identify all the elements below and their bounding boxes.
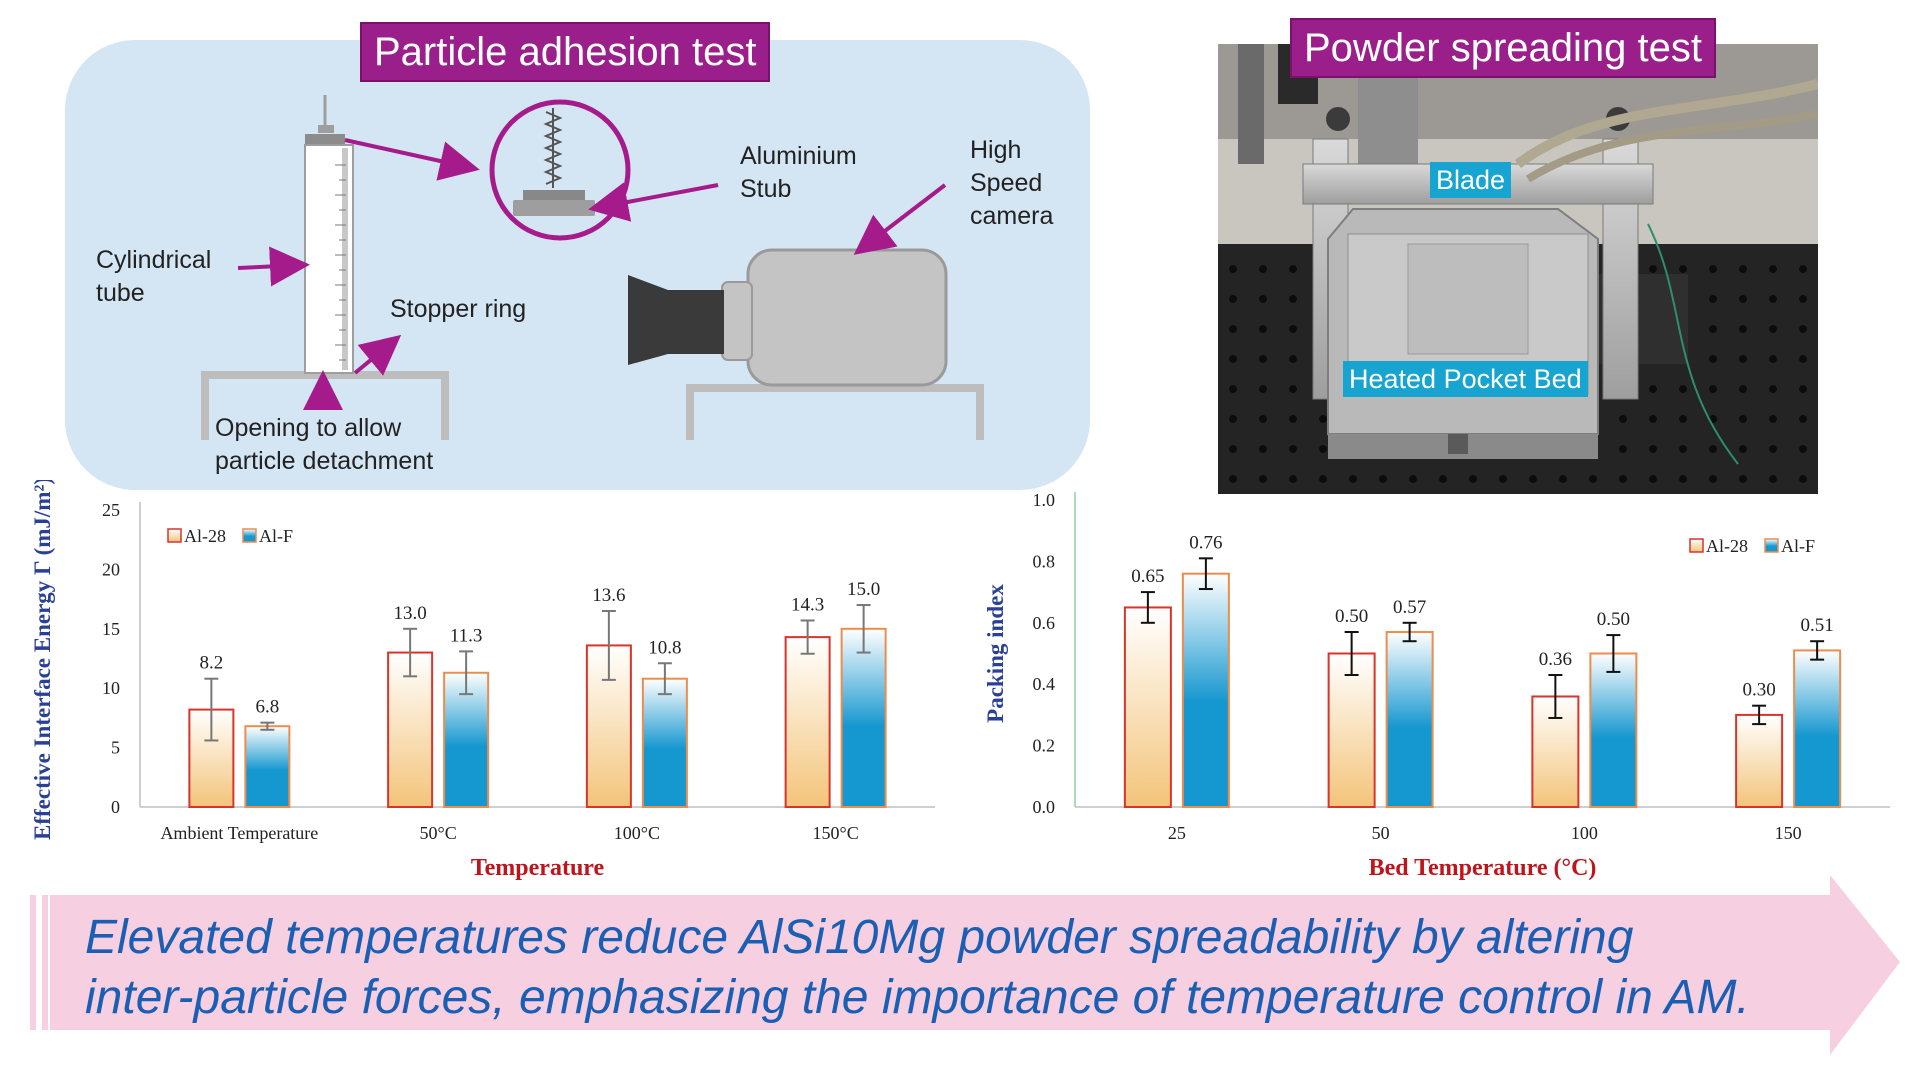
cylindrical-tube-label: Cylindrical tube [96, 246, 212, 307]
legend-label: Al-F [259, 526, 293, 546]
bar [840, 627, 887, 808]
bar [641, 677, 688, 808]
adhesion-title: Particle adhesion test [360, 22, 771, 82]
data-label: 10.8 [648, 637, 681, 658]
x-axis-title: Bed Temperature (°C) [1369, 855, 1597, 881]
data-label: 0.65 [1131, 566, 1164, 587]
bed-label: Heated Pocket Bed [1343, 361, 1588, 397]
data-label: 0.51 [1801, 615, 1834, 636]
y-tick-label: 15 [102, 619, 120, 639]
y-axis-title: Effective Interface Energy Γ (mJ/m²) [30, 480, 55, 840]
magnifier-circle [489, 99, 631, 241]
bar [387, 651, 434, 808]
bar [1327, 652, 1376, 808]
bar [1123, 606, 1172, 808]
y-tick-label: 20 [102, 559, 120, 579]
opening-label: Opening to allow particle detachment [215, 414, 434, 475]
y-tick-label: 0.0 [1033, 797, 1056, 817]
y-tick-label: 1.0 [1033, 490, 1056, 510]
bar [784, 636, 831, 808]
spreading-title: Powder spreading test [1290, 18, 1717, 78]
adhesion-schematic [201, 95, 984, 440]
bar [1385, 631, 1434, 808]
y-tick-label: 5 [111, 738, 120, 758]
y-tick-label: 25 [102, 500, 120, 520]
data-label: 6.8 [256, 697, 280, 718]
y-tick-label: 0.4 [1033, 674, 1056, 694]
bar [1735, 713, 1784, 808]
data-label: 15.0 [847, 579, 880, 600]
camera-label: High Speed camera [970, 136, 1054, 230]
data-label: 13.0 [394, 603, 427, 624]
bar [1793, 649, 1842, 808]
y-tick-label: 0 [111, 797, 120, 817]
stub-in-tube [305, 134, 345, 144]
x-tick-label: 50 [1372, 823, 1390, 843]
legend-swatch [1764, 538, 1779, 553]
y-tick-label: 0.6 [1033, 613, 1056, 633]
data-label: 0.50 [1335, 606, 1368, 627]
aluminium-stub-shape [513, 200, 595, 216]
camera-stand [686, 384, 984, 440]
powder-spreading-photo [1218, 44, 1818, 494]
data-label: 14.3 [791, 594, 824, 615]
y-tick-label: 0.2 [1033, 736, 1056, 756]
x-tick-label: 100°C [614, 823, 660, 843]
data-label: 0.30 [1743, 680, 1776, 701]
data-label: 0.50 [1597, 609, 1630, 630]
x-tick-label: 150°C [813, 823, 859, 843]
bar [1589, 652, 1638, 808]
camera-icon [628, 248, 948, 387]
x-tick-label: 100 [1571, 823, 1598, 843]
legend-label: Al-28 [184, 526, 226, 546]
y-axis-title: Packing index [983, 584, 1008, 723]
data-label: 0.57 [1393, 597, 1426, 618]
x-tick-label: 150 [1775, 823, 1802, 843]
legend-swatch [1689, 538, 1704, 553]
packing-index-chart: 0.0 0.2 0.4 0.6 0.8 1.0 25 0.65 0.76 50 0.50 0.57 10… [983, 490, 1890, 881]
legend-swatch [242, 528, 257, 543]
conclusion-arrow [30, 875, 1900, 1055]
x-tick-label: Ambient Temperature [160, 823, 318, 843]
data-label: 8.2 [200, 653, 224, 674]
x-tick-label: 25 [1168, 823, 1186, 843]
legend-label: Al-F [1781, 536, 1815, 556]
bar [244, 725, 291, 808]
legend-label: Al-28 [1706, 536, 1748, 556]
spring-icon [543, 108, 563, 188]
legend-swatch [167, 528, 182, 543]
aluminium-stub-label: Aluminium Stub [740, 142, 857, 203]
y-tick-label: 10 [102, 678, 120, 698]
stopper-ring-label: Stopper ring [390, 295, 527, 323]
conclusion-text: Elevated temperatures reduce AlSi10Mg po… [85, 911, 1750, 1024]
data-label: 13.6 [592, 585, 625, 606]
data-label: 0.76 [1189, 532, 1222, 553]
bar [1181, 572, 1230, 809]
blade-label: Blade [1430, 162, 1512, 198]
data-label: 11.3 [450, 625, 483, 646]
y-tick-label: 0.8 [1033, 551, 1056, 571]
x-axis-title: Temperature [471, 855, 605, 881]
data-label: 0.36 [1539, 649, 1572, 670]
x-tick-label: 50°C [420, 823, 457, 843]
